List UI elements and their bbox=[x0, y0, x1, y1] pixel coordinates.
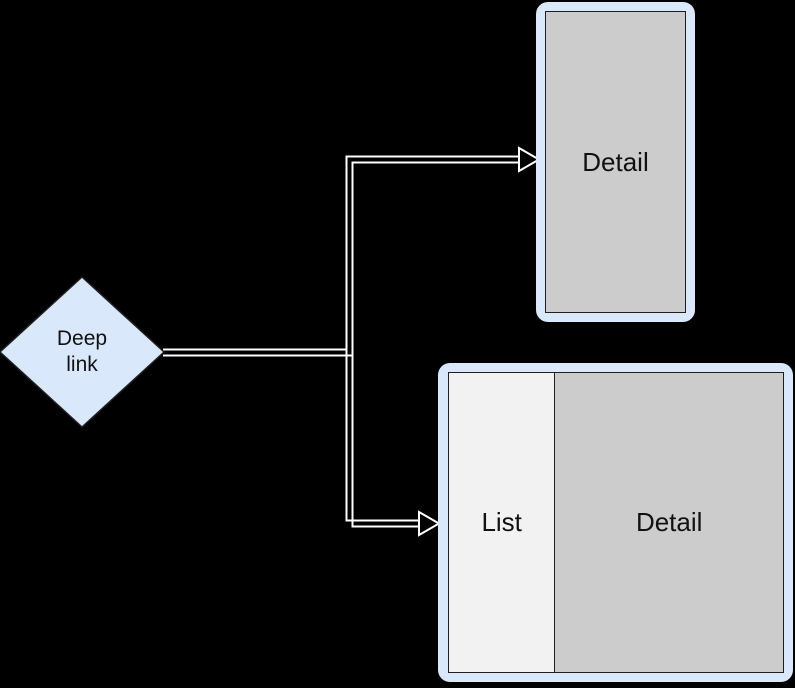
node-deep-link[interactable]: Deep link bbox=[0, 276, 165, 428]
node-list-detail-screen[interactable]: List Detail bbox=[438, 363, 793, 682]
node-detail-screen[interactable]: Detail bbox=[536, 2, 695, 322]
list-pane-label: List bbox=[449, 373, 556, 672]
diamond-shape bbox=[0, 276, 165, 428]
detail-pane-label: Detail bbox=[546, 12, 685, 312]
list-detail-screen-content: List Detail bbox=[448, 372, 784, 673]
connector-deep-link-to-list-detail bbox=[345, 349, 442, 537]
arrowhead-to-list-detail bbox=[418, 510, 442, 537]
list-detail-detail-pane-label: Detail bbox=[555, 373, 783, 672]
detail-screen-content: Detail bbox=[545, 11, 686, 313]
connector-deep-link-to-detail bbox=[163, 146, 542, 357]
